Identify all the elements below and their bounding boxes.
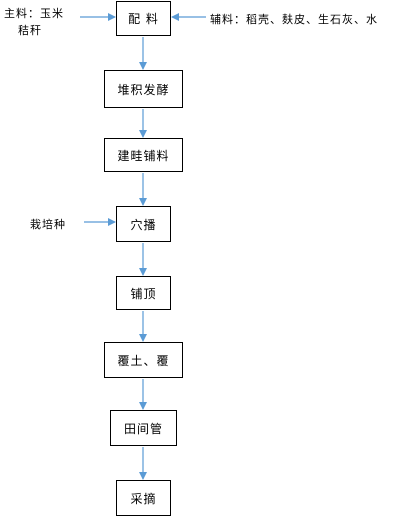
step-harvesting: 采摘	[116, 480, 171, 516]
step-bed-laying: 建畦铺料	[104, 138, 183, 172]
auxiliary-material-label: 辅料：稻壳、麸皮、生石灰、水	[210, 13, 378, 26]
step-top-covering: 铺顶	[116, 276, 171, 310]
step-hole-sowing: 穴播	[116, 206, 171, 242]
step-composting: 堆积发酵	[104, 70, 183, 108]
main-material-line2: 秸秆	[18, 24, 42, 37]
main-material-label: 主料：玉米 秸秆	[4, 5, 64, 39]
spawn-label: 栽培种	[30, 218, 66, 231]
step-field-management: 田间管	[110, 410, 177, 446]
step-mixing: 配 料	[116, 1, 171, 36]
main-material-line1: 主料：玉米	[4, 7, 64, 20]
step-soil-covering: 覆土、覆	[104, 342, 183, 378]
